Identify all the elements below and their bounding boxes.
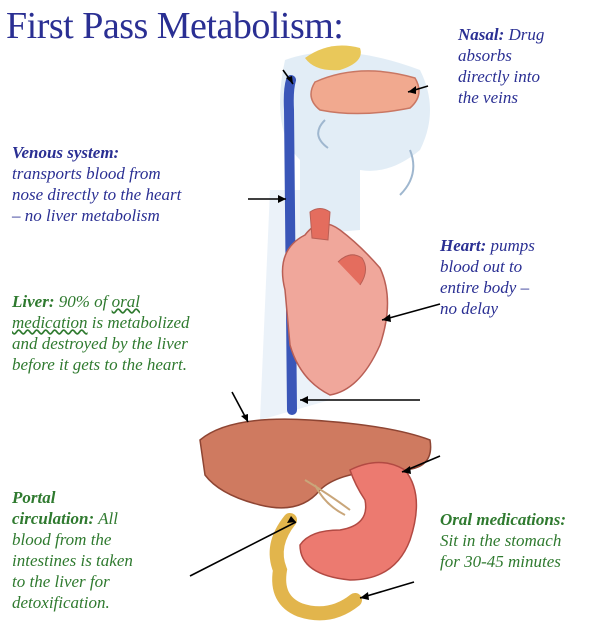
- liver-line-4: before it gets to the heart.: [12, 354, 190, 375]
- liver-label: Liver: 90% of oral medication is metabol…: [12, 291, 190, 375]
- heart-line-1: pumps: [491, 236, 535, 255]
- nasal-line-4: the veins: [458, 87, 544, 108]
- oral-heading: Oral medications:: [440, 510, 566, 529]
- liver-line-1-underlined: oral: [112, 292, 140, 311]
- liver-line-3: and destroyed by the liver: [12, 333, 190, 354]
- nasal-label: Nasal: Drug absorbs directly into the ve…: [458, 24, 544, 108]
- venous-line-1: transports blood from: [12, 163, 181, 184]
- portal-line-3: to the liver for: [12, 571, 133, 592]
- portal-heading-1: Portal: [12, 488, 55, 507]
- liver-line-1-pre: 90% of: [59, 292, 108, 311]
- nasal-line-3: directly into: [458, 66, 544, 87]
- nasal-heading: Nasal:: [458, 25, 504, 44]
- liver-line-2-underlined: medication: [12, 313, 88, 332]
- heart-line-4: no delay: [440, 298, 535, 319]
- venous-heading: Venous system:: [12, 143, 119, 162]
- portal-line-2: intestines is taken: [12, 550, 133, 571]
- heart-heading: Heart:: [440, 236, 486, 255]
- liver-heading: Liver:: [12, 292, 54, 311]
- nasal-line-2: absorbs: [458, 45, 544, 66]
- portal-heading-2-rest: All: [98, 509, 118, 528]
- page-title: First Pass Metabolism:: [6, 4, 343, 48]
- oral-line-1: Sit in the stomach: [440, 530, 566, 551]
- nasal-cavity: [311, 71, 419, 114]
- oral-label: Oral medications: Sit in the stomach for…: [440, 509, 566, 572]
- portal-label: Portal circulation: All blood from the i…: [12, 487, 133, 613]
- venous-line-3: – no liver metabolism: [12, 205, 181, 226]
- venous-label: Venous system: transports blood from nos…: [12, 142, 181, 226]
- heart-label: Heart: pumps blood out to entire body – …: [440, 235, 535, 319]
- heart-line-2: blood out to: [440, 256, 535, 277]
- portal-line-1: blood from the: [12, 529, 133, 550]
- portal-heading-2: circulation:: [12, 509, 94, 528]
- liver-line-2-post: is metabolized: [92, 313, 190, 332]
- portal-line-4: detoxification.: [12, 592, 133, 613]
- nasal-line-1: Drug: [509, 25, 545, 44]
- oral-line-2: for 30-45 minutes: [440, 551, 566, 572]
- heart-line-3: entire body –: [440, 277, 535, 298]
- venous-line-2: nose directly to the heart: [12, 184, 181, 205]
